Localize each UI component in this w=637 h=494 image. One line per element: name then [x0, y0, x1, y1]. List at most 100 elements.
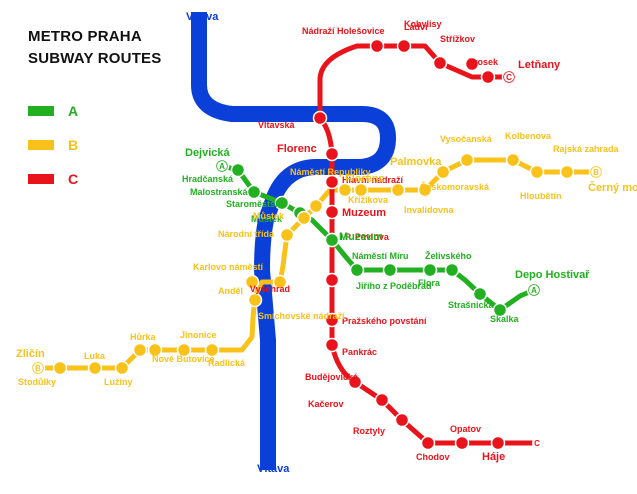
station-label-b-vysocanska: Vysočanská: [440, 134, 493, 144]
station-b-luziny: [114, 360, 130, 376]
terminus-badge-c: C: [504, 72, 514, 82]
station-b-narodni-trida: [279, 227, 295, 243]
station-c-budejovicka: [347, 374, 363, 390]
station-label-a-hradcanska: Hradčanská: [182, 174, 234, 184]
station-label-c-haje: Háje: [482, 451, 505, 463]
station-label-c-ladvi: Ládví: [404, 22, 428, 32]
station-label-b-stodulky: Stodůlky: [18, 377, 56, 387]
station-b-andel: [244, 274, 260, 290]
station-b-luka: [87, 360, 103, 376]
station-label-c-chodov: Chodov: [416, 452, 450, 462]
station-label-b-kolbenova: Kolbenova: [505, 131, 552, 141]
station-c-chodov: [420, 435, 436, 451]
terminus-badge-a: A: [217, 161, 227, 171]
terminus-badge-c: C: [532, 438, 542, 448]
station-label-a-depo-hostivar: Depo Hostivař: [515, 269, 590, 281]
station-label-b-zlicin: Zličín: [16, 348, 45, 360]
station-c-haje: [490, 435, 506, 451]
vltava-river: [191, 12, 396, 470]
station-c-strizkov: [464, 56, 480, 72]
line-b-track: [38, 157, 596, 371]
river-label-top: Vltava: [186, 11, 219, 23]
station-c-roztyly: [394, 412, 410, 428]
station-label-b-hurka: Hůrka: [130, 332, 157, 342]
station-b-nove-butovice: [147, 342, 163, 358]
station-label-b-luziny: Lužiny: [104, 377, 133, 387]
svg-text:B: B: [35, 364, 41, 373]
svg-text:C: C: [534, 439, 540, 448]
station-label-c-hlavni-nadrazi: Hlavní nádraží: [342, 175, 404, 185]
svg-text:C: C: [506, 73, 512, 82]
river-label-bottom: Vltava: [257, 463, 290, 475]
station-c-nadrazi-holesovice: [369, 38, 385, 54]
station-b-stodulky: [52, 360, 68, 376]
station-label-c-prosek: Prosek: [468, 57, 499, 67]
station-b-palmovka: [417, 182, 433, 198]
legend-swatch-c: [28, 174, 54, 184]
station-label-c-pankrac: Pankrác: [342, 347, 377, 357]
station-label-c-vltavska: Vltavská: [258, 120, 296, 130]
station-b-radlicka: [204, 342, 220, 358]
station-c-kobylisy: [396, 38, 412, 54]
station-a-muzeum: [324, 232, 340, 248]
station-label-b-mustek: Můstek: [253, 211, 285, 221]
station-label-b-hloubetin: Hloubětín: [520, 191, 562, 201]
station-label-b-luka: Luka: [84, 351, 106, 361]
station-label-b-palmovka: Palmovka: [390, 156, 442, 168]
station-c-pankrac: [324, 337, 340, 353]
station-a-flora: [422, 262, 438, 278]
station-label-a-skalka: Skalka: [490, 314, 520, 324]
station-label-a-strasnicka: Strašnická: [448, 300, 495, 310]
station-b-karlovo-namesti: [272, 274, 288, 290]
station-label-b-narodni-trida: Národní třída: [218, 229, 275, 239]
station-label-a-muzeum: Muzeum: [339, 231, 383, 243]
legend-swatch-a: [28, 106, 54, 116]
terminus-badge-a: A: [529, 285, 539, 295]
station-label-a-malostranska: Malostranská: [190, 187, 249, 197]
station-label-a-namesti-miru: Náměstí Míru: [352, 251, 409, 261]
station-label-a-jiriho-z-podebrad: Jiřího z Poděbrad: [356, 281, 432, 291]
station-label-b-andel: Anděl: [218, 286, 243, 296]
legend-label-a: A: [68, 103, 79, 119]
legend-label-b: B: [68, 137, 79, 153]
station-label-c-letnany: Letňany: [518, 59, 561, 71]
terminus-badge-b: B: [33, 363, 43, 373]
station-a-namesti-miru: [349, 262, 365, 278]
station-label-b-ceskomoravska: Českomoravská: [420, 181, 490, 192]
station-a-strasnicka: [472, 286, 488, 302]
station-label-b-cerny-most: Černý most: [588, 181, 637, 194]
station-label-b-krizikova: Křižíkova: [348, 195, 389, 205]
station-c-muzeum: [324, 204, 340, 220]
svg-text:A: A: [531, 286, 537, 295]
station-label-b-rajska-zahrada: Rajská zahrada: [553, 144, 620, 154]
map-title-line2: SUBWAY ROUTES: [28, 50, 162, 67]
station-label-c-nadrazi-holesovice: Nádraží Holešovice: [302, 26, 385, 36]
station-b-florenc: [337, 182, 353, 198]
station-b-krizikova: [353, 182, 369, 198]
station-c-vltavska: [312, 110, 328, 126]
station-label-b-namesti-republiky: Náměstí Republiky: [290, 167, 371, 177]
station-c-hlavni-nadrazi: [324, 174, 340, 190]
station-label-c-prazskeho-povstani: Pražského povstání: [342, 316, 427, 326]
station-c-vysehrad: [324, 272, 340, 288]
station-label-a-flora: Flora: [418, 278, 441, 288]
station-a-malostranska: [246, 184, 262, 200]
station-label-c-florenc: Florenc: [277, 143, 317, 155]
station-label-b-nove-butovice: Nové Butovice: [152, 354, 215, 364]
legend-swatch-b: [28, 140, 54, 150]
station-c-prosek: [480, 69, 496, 85]
svg-text:A: A: [219, 162, 225, 171]
terminus-badge-b: B: [591, 167, 601, 177]
station-label-c-vysehrad: Vyšehrad: [250, 284, 290, 294]
station-label-a-staromestska: Staroměstská: [226, 199, 286, 209]
station-b-kolbenova: [505, 152, 521, 168]
station-label-b-jinonice: Jinonice: [180, 330, 217, 340]
station-b-mustek: [296, 210, 312, 226]
station-label-c-i-p-pavlova: I.P. Pavlova: [340, 232, 390, 242]
station-b-smichovske-nadrazi: [247, 292, 263, 308]
station-label-b-smichovske-nadrazi: Smíchovské nádraží: [258, 311, 345, 321]
station-label-a-zelivskeho: Želivského: [425, 250, 472, 261]
station-label-c-muzeum: Muzeum: [342, 207, 386, 219]
station-c-opatov: [454, 435, 470, 451]
